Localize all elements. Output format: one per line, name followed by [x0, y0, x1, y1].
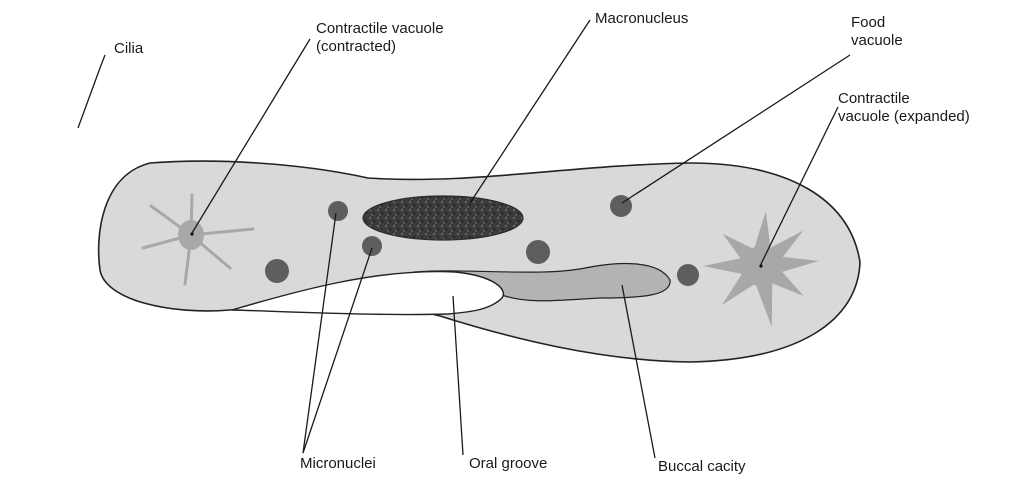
micronucleus-2 — [362, 236, 382, 256]
label-macronucleus: Macronucleus — [595, 10, 688, 28]
label-cvc-line2: (contracted) — [316, 38, 444, 56]
label-oral-groove-text: Oral groove — [469, 455, 547, 473]
label-cve-line2: vacuole (expanded) — [838, 108, 970, 126]
label-buccal-cavity-text: Buccal cacity — [658, 458, 746, 476]
label-cilia-text: Cilia — [114, 40, 143, 58]
food-vacuole-2 — [265, 259, 289, 283]
label-micronuclei: Micronuclei — [300, 455, 376, 473]
label-contractile-vacuole-expanded: Contractile vacuole (expanded) — [838, 90, 970, 126]
label-micronuclei-text: Micronuclei — [300, 455, 376, 473]
cv-expanded-dot — [759, 264, 762, 267]
label-food-line1: Food — [851, 14, 903, 32]
food-vacuole-3 — [526, 240, 550, 264]
macronucleus — [363, 196, 523, 240]
label-macronucleus-text: Macronucleus — [595, 10, 688, 28]
food-vacuole-4 — [677, 264, 699, 286]
label-food-vacuole: Food vacuole — [851, 14, 903, 50]
label-buccal-cavity: Buccal cacity — [658, 458, 746, 476]
cilia-leader — [78, 55, 105, 128]
label-cvc-line1: Contractile vacuole — [316, 20, 444, 38]
label-oral-groove: Oral groove — [469, 455, 547, 473]
label-cilia: Cilia — [114, 40, 143, 58]
label-food-line2: vacuole — [851, 32, 903, 50]
label-contractile-vacuole-contracted: Contractile vacuole (contracted) — [316, 20, 444, 56]
label-cve-line1: Contractile — [838, 90, 970, 108]
micronucleus-1 — [328, 201, 348, 221]
cv-contracted-dot — [190, 232, 193, 235]
